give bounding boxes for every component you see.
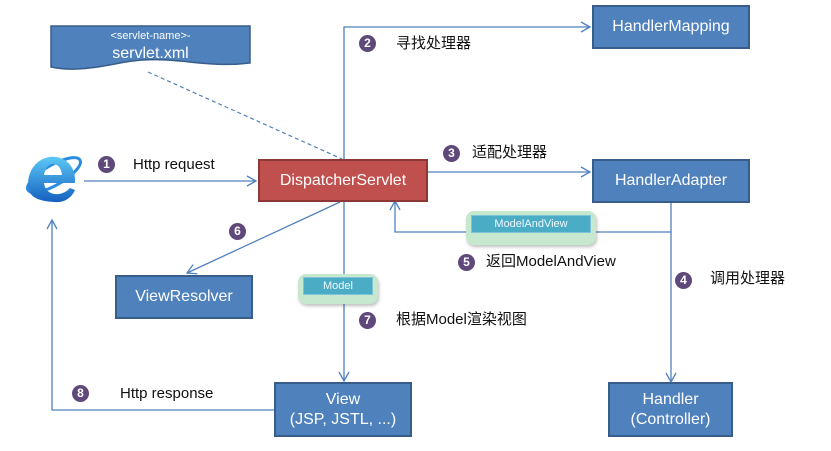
step-3-label: 适配处理器: [472, 144, 548, 161]
dispatcher-servlet-box: DispatcherServlet: [258, 159, 428, 202]
view-label: View: [325, 390, 361, 408]
step-8-label: Http response: [120, 385, 214, 402]
step-7-badge: 7: [359, 312, 376, 329]
view-resolver-label: ViewResolver: [135, 288, 233, 305]
model-tag: Model: [298, 274, 378, 304]
modelandview-tag-label: ModelAndView: [471, 215, 591, 233]
step-3-badge: 3: [443, 145, 460, 162]
edge-find-handler: [343, 21, 592, 159]
step-1-label: Http request: [133, 156, 215, 173]
handler-label: Handler: [642, 390, 699, 408]
document-shape: [50, 25, 251, 70]
handler-adapter-box: HandlerAdapter: [592, 159, 750, 203]
dispatcher-servlet-label: DispatcherServlet: [279, 171, 407, 189]
step-6-badge: 6: [229, 223, 246, 240]
step-2-label: 寻找处理器: [396, 35, 472, 52]
model-tag-label: Model: [303, 277, 373, 295]
handler-box: Handler (Controller): [608, 382, 733, 437]
view-box: View (JSP, JSTL, ...): [274, 382, 412, 437]
edge-http-response: [46, 218, 275, 411]
handler-adapter-label: HandlerAdapter: [614, 172, 728, 189]
view-technologies-label: (JSP, JSTL, ...): [289, 410, 397, 428]
internet-explorer-icon: [18, 145, 88, 215]
step-2-badge: 2: [359, 35, 376, 52]
view-resolver-box: ViewResolver: [115, 275, 253, 319]
config-link-dashed: [147, 71, 343, 160]
step-1-badge: 1: [98, 156, 115, 173]
servlet-xml-config: <servlet-name>- servlet.xml: [50, 25, 251, 72]
step-4-badge: 4: [675, 272, 692, 289]
step-5-badge: 5: [458, 254, 475, 271]
step-7-label: 根据Model渲染视图: [396, 311, 527, 328]
step-8-badge: 8: [72, 385, 89, 402]
edge-view-resolver: [185, 201, 341, 275]
handler-mapping-label: HandlerMapping: [612, 18, 730, 35]
modelandview-tag: ModelAndView: [466, 211, 596, 245]
servlet-xml-text: servlet.xml: [112, 45, 189, 62]
controller-label: (Controller): [630, 410, 711, 428]
step-5-label: 返回ModelAndView: [486, 253, 616, 270]
step-4-label: 调用处理器: [710, 270, 786, 287]
servlet-name-text: <servlet-name>-: [110, 30, 191, 42]
handler-mapping-box: HandlerMapping: [592, 5, 750, 49]
